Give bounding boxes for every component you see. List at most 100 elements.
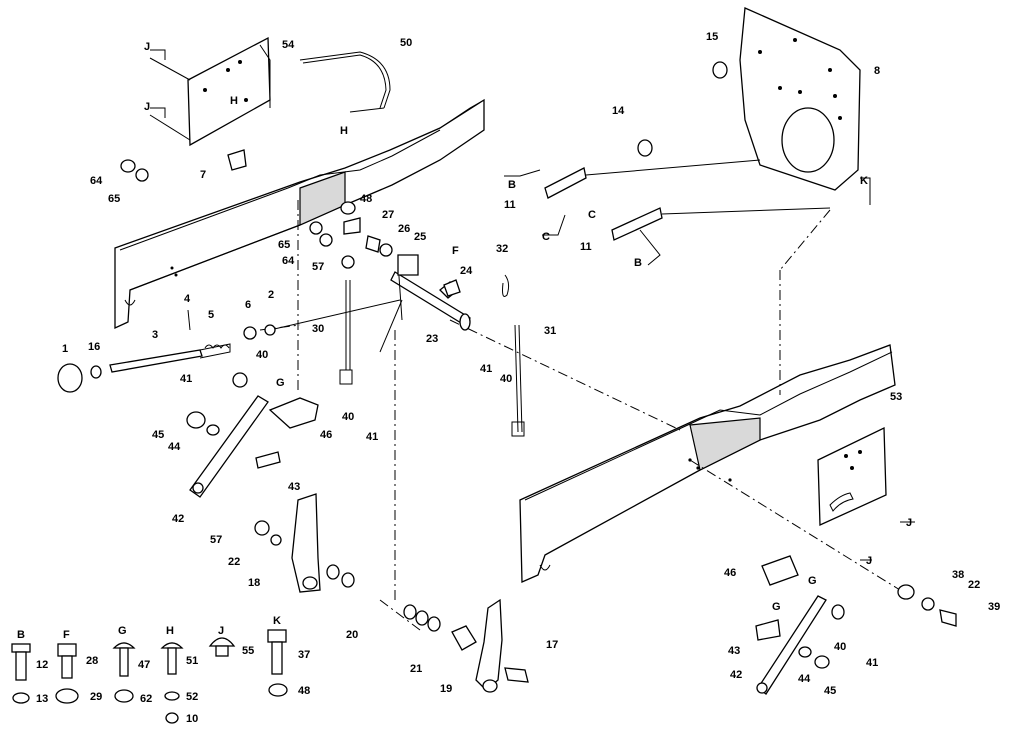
left-frame-rail	[114, 98, 485, 330]
callout-1: 1	[62, 343, 68, 355]
throttle-control	[57, 309, 276, 393]
callout-38: 38	[952, 569, 964, 581]
callout-g-1: G	[276, 377, 285, 389]
callout-45-a: 45	[152, 429, 164, 441]
callout-15: 15	[706, 31, 718, 43]
legend-letter-h: H	[166, 625, 174, 637]
callout-32: 32	[496, 243, 508, 255]
bell-crank-18	[254, 493, 321, 593]
legend-bolt-f	[55, 643, 79, 704]
callout-14: 14	[612, 105, 625, 117]
legend-nut-g-number: 62	[140, 693, 152, 705]
callout-41-a: 41	[180, 373, 192, 385]
legend-bolt-h	[160, 642, 184, 724]
callout-53: 53	[890, 391, 902, 403]
linkage-rods	[269, 280, 525, 437]
control-rod-50	[299, 51, 391, 113]
callout-65-a: 65	[108, 193, 120, 205]
callout-6: 6	[245, 299, 251, 311]
lever-19	[451, 598, 529, 693]
callout-h-1: H	[230, 95, 238, 107]
legend-labels: B 12 13 F 28 29 G 47 62 H 51 52 10 J 55 …	[17, 615, 310, 725]
assembly-lines	[259, 200, 901, 631]
legend-letter-g: G	[118, 625, 127, 637]
callout-41-b: 41	[366, 431, 378, 443]
callout-11-a: 11	[504, 199, 516, 211]
callout-57-b: 57	[312, 261, 324, 273]
callout-40-d: 40	[834, 641, 846, 653]
callout-41-c: 41	[480, 363, 492, 375]
callout-labels: 1 16 3 4 5 6 2 30 40 41 G 46 45 44 43 42…	[62, 31, 1000, 697]
callout-b-1: B	[508, 179, 516, 191]
legend-letter-b: B	[17, 629, 25, 641]
washers-20	[326, 564, 441, 632]
engine-mount-plate	[739, 7, 861, 191]
callout-2: 2	[268, 289, 274, 301]
reference-brackets	[150, 49, 915, 561]
hardware-legend	[11, 629, 288, 724]
small-hardware	[120, 61, 728, 297]
callout-7: 7	[200, 169, 206, 181]
callout-65-b: 65	[278, 239, 290, 251]
legend-extra-h-number: 10	[186, 713, 198, 725]
callout-26: 26	[398, 223, 410, 235]
callout-46-b: 46	[724, 567, 736, 579]
callout-20: 20	[346, 629, 358, 641]
callout-c-1: C	[588, 209, 596, 221]
callout-46-a: 46	[320, 429, 332, 441]
callout-16: 16	[88, 341, 100, 353]
lift-arm-left	[186, 372, 319, 498]
legend-nut-f-number: 29	[90, 691, 102, 703]
callout-43-a: 43	[288, 481, 300, 493]
upper-mounting-plate	[149, 36, 271, 147]
callout-57-a: 57	[210, 534, 222, 546]
callout-44-b: 44	[798, 673, 811, 685]
callout-c-2: C	[542, 231, 550, 243]
callout-17: 17	[546, 639, 558, 651]
legend-nut-h-number: 52	[186, 691, 198, 703]
legend-bolt-j-number: 55	[242, 645, 254, 657]
legend-letter-f: F	[63, 629, 70, 641]
legend-letter-k: K	[273, 615, 281, 627]
callout-31: 31	[544, 325, 556, 337]
callout-j-3: J	[906, 517, 912, 529]
callout-54: 54	[282, 39, 295, 51]
callout-64-a: 64	[90, 175, 103, 187]
callout-22-b: 22	[968, 579, 980, 591]
legend-bolt-g-number: 47	[138, 659, 150, 671]
legend-bolt-b	[11, 643, 31, 704]
callout-64-b: 64	[282, 255, 295, 267]
legend-bolt-g	[112, 642, 136, 703]
callout-48: 48	[360, 193, 372, 205]
callout-k: K	[860, 175, 868, 187]
callout-40-a: 40	[256, 349, 268, 361]
callout-j-2: J	[144, 101, 150, 113]
callout-b-2: B	[634, 257, 642, 269]
callout-11-b: 11	[580, 241, 592, 253]
callout-39: 39	[988, 601, 1000, 613]
legend-bolt-k	[267, 629, 288, 697]
callout-23: 23	[426, 333, 438, 345]
legend-bolt-k-number: 37	[298, 649, 310, 661]
legend-bolt-h-number: 51	[186, 655, 198, 667]
callout-41-d: 41	[866, 657, 878, 669]
lift-arm-right	[755, 555, 957, 695]
callout-45-b: 45	[824, 685, 836, 697]
callout-21: 21	[410, 663, 422, 675]
callout-f: F	[452, 245, 459, 257]
callout-j-1: J	[144, 41, 150, 53]
callout-g-2: G	[808, 575, 817, 587]
callout-40-b: 40	[342, 411, 354, 423]
callout-40-c: 40	[500, 373, 512, 385]
callout-43-b: 43	[728, 645, 740, 657]
callout-3: 3	[152, 329, 158, 341]
callout-4: 4	[184, 293, 191, 305]
callout-j-4: J	[866, 555, 872, 567]
callout-18: 18	[248, 577, 260, 589]
rear-mounting-plate	[817, 426, 887, 526]
callout-19: 19	[440, 683, 452, 695]
callout-50: 50	[400, 37, 412, 49]
callout-g-3: G	[772, 601, 781, 613]
callout-h-2: H	[340, 125, 348, 137]
